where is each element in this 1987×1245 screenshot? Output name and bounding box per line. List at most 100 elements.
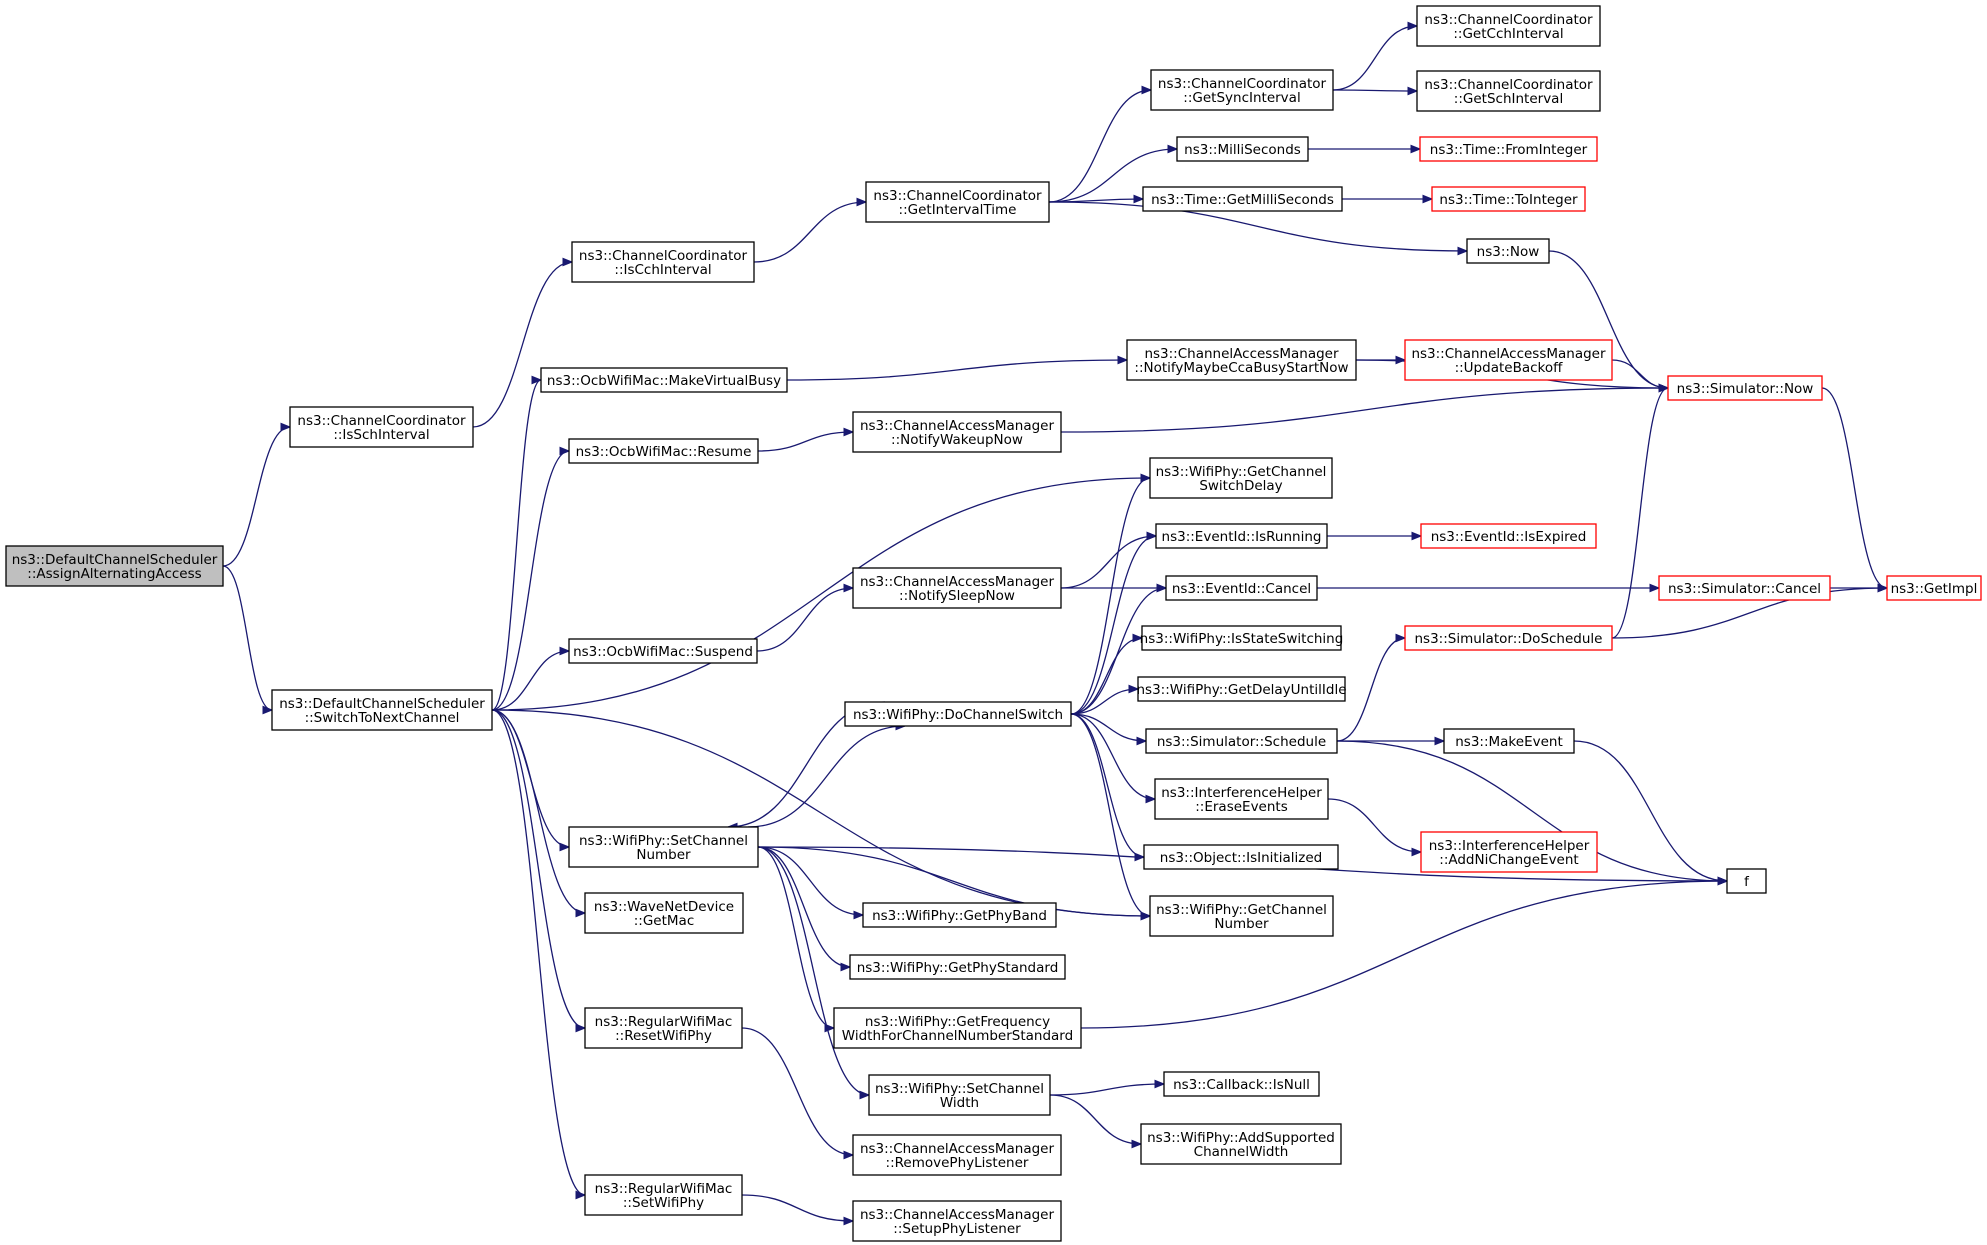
node-sim-now[interactable]: ns3::Simulator::Now <box>1667 375 1823 401</box>
edge-arrowhead <box>1141 85 1153 95</box>
node-make-v-b[interactable]: ns3::OcbWifiMac::MakeVirtualBusy <box>540 367 788 393</box>
node-do-ch-switch[interactable]: ns3::WifiPhy::DoChannelSwitch <box>844 701 1072 727</box>
node-box <box>1137 676 1346 702</box>
edge-arrowhead <box>843 1216 855 1226</box>
node-is-sch[interactable]: ns3::ChannelCoordinator::IsSchInterval <box>289 406 474 448</box>
edge-setChW-to-cbIsNull <box>1049 1083 1165 1096</box>
node-is-cch[interactable]: ns3::ChannelCoordinator::IsCchInterval <box>571 241 755 283</box>
node-label-line: ns3::Now <box>1477 244 1540 260</box>
node-get-freq-w[interactable]: ns3::WifiPhy::GetFrequencyWidthForChanne… <box>833 1007 1082 1049</box>
node-is-expired[interactable]: ns3::EventId::IsExpired <box>1420 523 1597 549</box>
node-set-phy[interactable]: ns3::RegularWifiMac::SetWifiPhy <box>584 1174 743 1216</box>
edge-switchNext-to-resetPhy <box>491 709 586 1029</box>
node-label-line: ns3::OcbWifiMac::Resume <box>576 444 752 460</box>
node-label-line: ns3::WifiPhy::GetPhyBand <box>872 908 1047 924</box>
node-suspend[interactable]: ns3::OcbWifiMac::Suspend <box>568 638 758 664</box>
edge-setPhy-to-setupL <box>741 1194 854 1222</box>
node-label-line: WidthForChannelNumberStandard <box>842 1028 1073 1044</box>
node-box <box>568 438 759 464</box>
edge-arrowhead <box>843 1150 855 1160</box>
node-reset-phy[interactable]: ns3::RegularWifiMac::ResetWifiPhy <box>584 1007 743 1049</box>
edge-arrowhead <box>1649 583 1661 593</box>
edge-getInterval-to-getSync <box>1048 89 1152 203</box>
node-get-mac[interactable]: ns3::WaveNetDevice::GetMac <box>584 892 744 934</box>
node-switch-next[interactable]: ns3::DefaultChannelScheduler::SwitchToNe… <box>271 689 493 731</box>
node-label-line: Number <box>636 847 691 863</box>
node-get-phy-std[interactable]: ns3::WifiPhy::GetPhyStandard <box>849 954 1066 980</box>
node-assign[interactable]: ns3::DefaultChannelScheduler::AssignAlte… <box>5 545 224 587</box>
edge-arrowhead <box>853 910 865 920</box>
node-to-int[interactable]: ns3::Time::ToInteger <box>1431 186 1586 212</box>
node-do-schedule[interactable]: ns3::Simulator::DoSchedule <box>1404 625 1613 651</box>
node-label-line: ns3::ChannelAccessManager <box>860 574 1055 590</box>
node-box <box>852 1134 1062 1176</box>
node-notify-sleep[interactable]: ns3::ChannelAccessManager::NotifySleepNo… <box>852 567 1062 609</box>
node-upd-backoff[interactable]: ns3::ChannelAccessManager::UpdateBackoff <box>1404 339 1613 381</box>
node-schedule[interactable]: ns3::Simulator::Schedule <box>1145 728 1338 754</box>
node-box <box>1419 136 1598 162</box>
node-now[interactable]: ns3::Now <box>1466 238 1550 264</box>
node-f[interactable]: f <box>1726 868 1767 894</box>
node-cancel[interactable]: ns3::EventId::Cancel <box>1165 575 1318 601</box>
node-box <box>1443 728 1575 754</box>
node-is-state-sw[interactable]: ns3::WifiPhy::IsStateSwitching <box>1140 625 1344 651</box>
edge-isSch-to-isCch <box>472 261 573 428</box>
node-get-interval[interactable]: ns3::ChannelCoordinator::GetIntervalTime <box>865 181 1050 223</box>
node-get-impl[interactable]: ns3::GetImpl <box>1886 575 1982 601</box>
edge-getFreqW-to-f <box>1080 880 1728 1029</box>
edge-arrowhead <box>280 422 292 432</box>
edge-arrowhead <box>1410 144 1422 154</box>
node-label-line: ns3::ChannelAccessManager <box>860 1141 1055 1157</box>
node-from-int[interactable]: ns3::Time::FromInteger <box>1419 136 1598 162</box>
edge-arrowhead <box>1134 852 1146 862</box>
node-box <box>1404 339 1613 381</box>
edge-suspend-to-notifySleep <box>756 587 854 652</box>
edge-isCch-to-getInterval <box>753 201 867 263</box>
node-label-line: ns3::ChannelAccessManager <box>860 1207 1055 1223</box>
node-get-cch[interactable]: ns3::ChannelCoordinator::GetCchInterval <box>1416 5 1601 47</box>
node-box <box>852 567 1062 609</box>
edge-arrowhead <box>262 705 274 715</box>
node-label-line: ns3::Callback::IsNull <box>1173 1077 1310 1093</box>
node-box <box>1150 69 1334 111</box>
node-erase-ev[interactable]: ns3::InterferenceHelper::EraseEvents <box>1154 778 1329 820</box>
node-label-line: ns3::ChannelCoordinator <box>1158 76 1327 92</box>
node-is-running[interactable]: ns3::EventId::IsRunning <box>1155 523 1328 549</box>
node-milli[interactable]: ns3::MilliSeconds <box>1176 136 1309 162</box>
node-label-line: Width <box>940 1095 979 1111</box>
node-resume[interactable]: ns3::OcbWifiMac::Resume <box>568 438 759 464</box>
node-get-delay-idle[interactable]: ns3::WifiPhy::GetDelayUntilIdle <box>1137 676 1347 702</box>
node-add-ni[interactable]: ns3::InterferenceHelper::AddNiChangeEven… <box>1420 831 1598 873</box>
edge-arrowhead <box>1407 86 1419 96</box>
node-get-milli[interactable]: ns3::Time::GetMilliSeconds <box>1142 186 1343 212</box>
node-remove-l[interactable]: ns3::ChannelAccessManager::RemovePhyList… <box>852 1134 1062 1176</box>
node-box <box>862 902 1057 928</box>
node-label-line: ns3::WifiPhy::DoChannelSwitch <box>853 707 1063 723</box>
node-setup-l[interactable]: ns3::ChannelAccessManager::SetupPhyListe… <box>852 1200 1062 1242</box>
edge-arrowhead <box>1132 633 1144 643</box>
node-box <box>5 545 224 587</box>
node-box <box>289 406 474 448</box>
node-sim-cancel[interactable]: ns3::Simulator::Cancel <box>1658 575 1831 601</box>
node-notify-cca[interactable]: ns3::ChannelAccessManager::NotifyMaybeCc… <box>1126 339 1357 381</box>
node-get-sch[interactable]: ns3::ChannelCoordinator::GetSchInterval <box>1416 70 1601 112</box>
node-get-sync[interactable]: ns3::ChannelCoordinator::GetSyncInterval <box>1150 69 1334 111</box>
edge-setChNum-to-getFreqW <box>757 846 835 1029</box>
node-make-event[interactable]: ns3::MakeEvent <box>1443 728 1575 754</box>
node-cb-is-null[interactable]: ns3::Callback::IsNull <box>1163 1071 1320 1097</box>
edge-setChNum-to-getChNum <box>757 846 1151 917</box>
node-box <box>584 1174 743 1216</box>
node-notify-wake[interactable]: ns3::ChannelAccessManager::NotifyWakeupN… <box>852 411 1062 453</box>
node-label-line: ns3::ChannelAccessManager <box>1144 346 1339 362</box>
edge-arrowhead <box>859 1090 871 1100</box>
node-is-init[interactable]: ns3::Object::IsInitialized <box>1143 844 1339 870</box>
edge-arrowhead <box>1128 684 1140 694</box>
node-box <box>1431 186 1586 212</box>
node-get-phy-band[interactable]: ns3::WifiPhy::GetPhyBand <box>862 902 1057 928</box>
edge-assign-to-isSch <box>222 426 291 567</box>
